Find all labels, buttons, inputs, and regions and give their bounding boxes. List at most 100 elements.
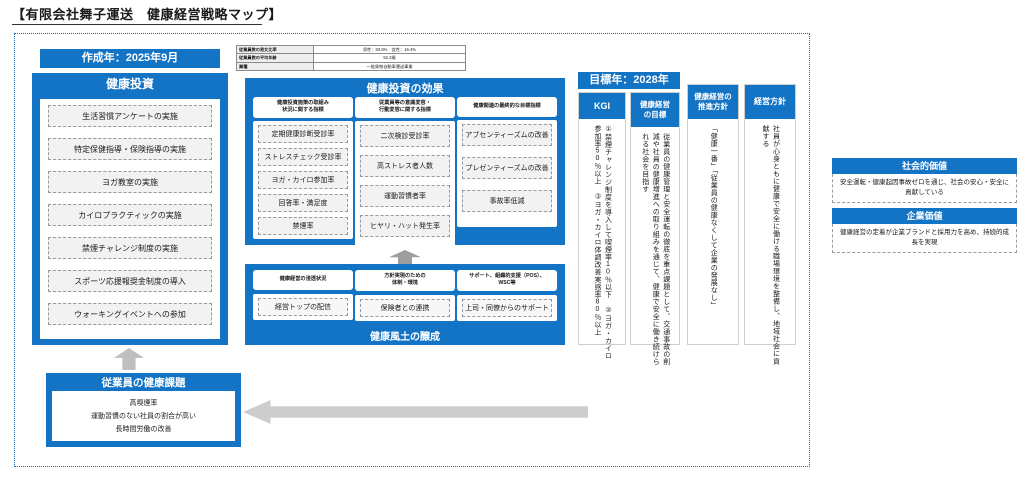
header-line-1: 健康投資施策の取組み: [277, 100, 329, 106]
fact-value: 52.3歳: [313, 53, 466, 63]
list-item: ヨガ教室の実施: [48, 171, 212, 193]
made-year-badge: 作成年：2025年9月: [40, 49, 220, 68]
list-item: ヨガ・カイロ参加率: [258, 170, 348, 189]
culture-column-1: 健康経営の浸透状況 経営トップの配信: [253, 270, 353, 320]
header-line-2: の目標: [643, 110, 667, 119]
effect-column-2: 従業員等の意識変容・ 行動変容に関する指標 二次検診受診率 高ストレス者人数 運…: [355, 97, 455, 249]
culture-column-items: 保険者との連携: [355, 294, 455, 321]
table-row: 業種 一般貨物自動車運送事業: [236, 61, 466, 72]
management-policy-text: 社員が心身ともに健康で安全に働ける職場環境を整備し、地域社会に貢献する: [762, 125, 780, 365]
list-item: 保険者との連携: [360, 298, 450, 317]
culture-column-3: サポート、組織的支援（POS）、 WSC等 上司・同僚からのサポート: [457, 270, 557, 321]
header-line-2: 状況に関する指標: [282, 107, 324, 114]
health-goal-header: 健康経営 の目標: [631, 93, 679, 127]
header-line-2: 推進方針: [698, 102, 728, 111]
list-item: 事故率低減: [462, 190, 552, 212]
header-line-1: 健康経営の: [694, 91, 732, 101]
health-investment-list: 生活習慣アンケートの実施 特定保健指導・保険指導の実施 ヨガ教室の実施 カイロプ…: [40, 99, 220, 339]
list-item: 経営トップの配信: [258, 298, 348, 316]
culture-column-items: 経営トップの配信: [253, 294, 353, 320]
goal-year-badge: 目標年：2028年: [578, 72, 680, 89]
health-investment-panel: 健康投資 生活習慣アンケートの実施 特定保健指導・保険指導の実施 ヨガ教室の実施…: [32, 73, 228, 345]
fact-value: 男性：83.6% 女性：16.4%: [313, 44, 466, 55]
employee-issues-title: 従業員の健康課題: [101, 377, 186, 389]
list-item: 禁煙率: [258, 216, 348, 235]
fact-value: 一般貨物自動車運送事業: [313, 61, 466, 72]
header-line-2: WSC等: [498, 280, 516, 287]
health-culture-title: 健康風土の醸成: [370, 332, 440, 343]
title-divider: [12, 24, 262, 25]
effect-column-header: 従業員等の意識変容・ 行動変容に関する指標: [355, 97, 455, 118]
header-line-1: 従業員等の意識変容・: [379, 100, 431, 106]
social-value-header: 社会的価値: [832, 158, 1017, 174]
health-goal-text: 従業員の健康管理と安全運転の徹底を重点課題として、交通事故の削減や社員の健康増進…: [641, 133, 670, 366]
list-item: アブセンティーズムの改善: [462, 124, 552, 146]
social-value-box: 社会的価値 安全運転・健康起因事故ゼロを通じ、社会の安心・安全に貢献している: [832, 158, 1017, 203]
list-item: 特定保健指導・保険指導の実施: [48, 138, 212, 160]
kgi-text: ①禁煙チャレンジ制度を導入して喫煙率10％以下 ②ヨガ・カイロ参加率50％以上 …: [594, 125, 612, 360]
header-line-1: 方針実現のための: [384, 273, 426, 279]
effect-column-items: 定期健康診断受診率 ストレスチェック受診率 ヨガ・カイロ参加率 回答率・満足度 …: [253, 120, 353, 239]
list-item: 高ストレス者人数: [360, 154, 450, 177]
header-line-1: 健康経営: [640, 99, 670, 109]
corporate-value-header: 企業価値: [832, 208, 1017, 224]
page-title: 【有限会社舞子運送 健康経営戦略マップ】: [12, 7, 283, 22]
list-item: 長時間労働の改善: [115, 426, 172, 433]
header-line-1: 健康関連の最終的な目標指標: [473, 103, 541, 110]
list-item: 生活習慣アンケートの実施: [48, 105, 212, 127]
culture-column-header: サポート、組織的支援（POS）、 WSC等: [457, 270, 557, 291]
corporate-value-box: 企業価値 健康経営の定着が企業ブランドと採用力を高め、持続的成長を実現: [832, 208, 1017, 253]
effect-column-1: 健康投資施策の取組み 状況に関する指標 定期健康診断受診率 ストレスチェック受診…: [253, 97, 353, 239]
promotion-policy-text: 「健康一番」「従業員の健康なくして企業の発展なし」: [710, 125, 718, 309]
list-item: 運動習慣のない社員の割合が高い: [91, 413, 196, 420]
culture-column-2: 方針実現のための 体制・環境 保険者との連携: [355, 270, 455, 321]
corporate-value-text: 健康経営の定着が企業ブランドと採用力を高め、持続的成長を実現: [832, 224, 1017, 253]
culture-column-items: 上司・同僚からのサポート: [457, 294, 557, 321]
health-goal-column: 健康経営 の目標 従業員の健康管理と安全運転の徹底を重点課題として、交通事故の削…: [630, 92, 680, 366]
fact-key: 従業員数の平均年齢: [236, 53, 314, 63]
culture-column-header: 健康経営の浸透状況: [253, 270, 353, 290]
employee-issues-list: 高喫煙率 運動習慣のない社員の割合が高い 長時間労働の改善: [52, 391, 235, 441]
table-row: 従業員数の男女比率 男性：83.6% 女性：16.4%: [236, 44, 466, 55]
header-line-1: サポート、組織的支援（POS）、: [469, 273, 545, 279]
management-policy-header: 経営方針: [745, 85, 795, 119]
list-item: 運動習慣者率: [360, 184, 450, 207]
kgi-header: KGI: [579, 93, 625, 119]
list-item: 高喫煙率: [129, 400, 158, 407]
kgi-column: KGI ①禁煙チャレンジ制度を導入して喫煙率10％以下 ②ヨガ・カイロ参加率50…: [578, 92, 626, 360]
management-policy-column: 経営方針 社員が心身ともに健康で安全に働ける職場環境を整備し、地域社会に貢献する: [744, 84, 796, 365]
effect-column-items: アブセンティーズムの改善 プレゼンティーズムの改善 事故率低減: [457, 120, 557, 227]
promotion-policy-header: 健康経営の 推進方針: [688, 85, 738, 119]
list-item: カイロプラクティックの実施: [48, 204, 212, 226]
list-item: 禁煙チャレンジ制度の実施: [48, 237, 212, 259]
investment-effect-title: 健康投資の効果: [366, 83, 444, 95]
promotion-policy-column: 健康経営の 推進方針 「健康一番」「従業員の健康なくして企業の発展なし」: [687, 84, 739, 345]
health-culture-panel: 健康経営の浸透状況 経営トップの配信 方針実現のための 体制・環境 保険者との連…: [245, 264, 565, 345]
fact-key: 従業員数の男女比率: [236, 44, 314, 55]
fact-key: 業種: [236, 61, 314, 72]
health-investment-title: 健康投資: [105, 77, 154, 91]
list-item: ストレスチェック受診率: [258, 147, 348, 166]
list-item: スポーツ応援報奨金制度の導入: [48, 270, 212, 292]
company-facts-table: 従業員数の男女比率 男性：83.6% 女性：16.4% 従業員数の平均年齢 52…: [236, 44, 466, 72]
culture-column-header: 方針実現のための 体制・環境: [355, 270, 455, 291]
employee-issues-panel: 従業員の健康課題 高喫煙率 運動習慣のない社員の割合が高い 長時間労働の改善: [46, 373, 241, 447]
list-item: 回答率・満足度: [258, 193, 348, 212]
header-line-2: 行動変容に関する指標: [379, 107, 431, 114]
effect-column-3: 健康関連の最終的な目標指標 アブセンティーズムの改善 プレゼンティーズムの改善 …: [457, 97, 557, 227]
diagram-frame: [14, 33, 810, 467]
list-item: 二次検診受診率: [360, 124, 450, 147]
investment-effect-panel: 健康投資の効果 健康投資施策の取組み 状況に関する指標 定期健康診断受診率 スト…: [245, 78, 565, 249]
list-item: プレゼンティーズムの改善: [462, 157, 552, 179]
list-item: 上司・同僚からのサポート: [462, 298, 552, 317]
effect-column-items: 二次検診受診率 高ストレス者人数 運動習慣者率 ヒヤリ・ハット発生率: [355, 120, 455, 249]
effect-column-header: 健康関連の最終的な目標指標: [457, 97, 557, 117]
effect-column-header: 健康投資施策の取組み 状況に関する指標: [253, 97, 353, 118]
header-line-1: 健康経営の浸透状況: [279, 276, 327, 283]
list-item: ヒヤリ・ハット発生率: [360, 214, 450, 237]
list-item: ウォーキングイベントへの参加: [48, 303, 212, 325]
list-item: 定期健康診断受診率: [258, 124, 348, 143]
social-value-text: 安全運転・健康起因事故ゼロを通じ、社会の安心・安全に貢献している: [832, 174, 1017, 203]
header-line-2: 体制・環境: [392, 280, 418, 287]
